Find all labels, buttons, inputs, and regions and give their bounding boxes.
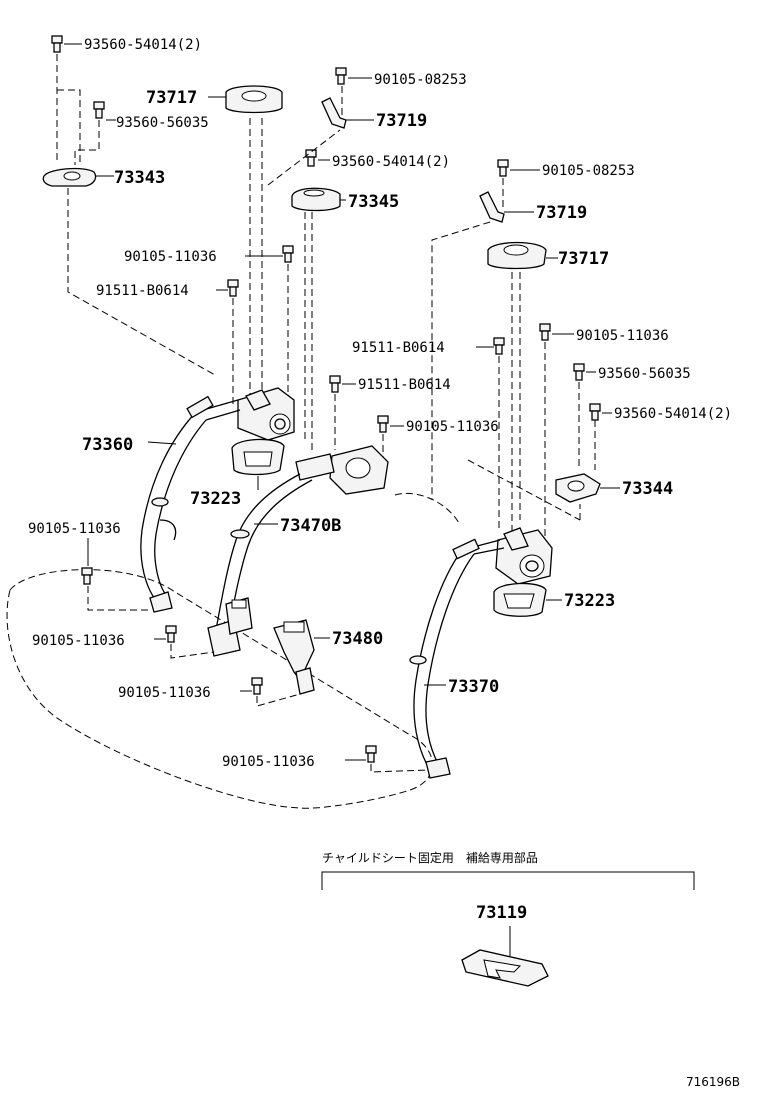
bolt-icon-1 <box>51 35 63 53</box>
label-73119: 73119 <box>476 903 527 923</box>
buckle-73480-icon <box>273 619 315 695</box>
label-91511-b0614-a: 91511-B0614 <box>96 283 189 299</box>
label-90105-08253-a: 90105-08253 <box>374 72 467 88</box>
seat-back-outline <box>394 493 461 526</box>
label-91511-b0614-c: 91511-B0614 <box>358 377 451 393</box>
label-93560-54014-b: 93560-54014(2) <box>332 154 450 170</box>
label-93560-56035-a: 93560-56035 <box>116 115 209 131</box>
bezel-73345-icon <box>291 187 341 212</box>
cover-73717-right-icon <box>487 241 547 270</box>
label-93560-54014-a: 93560-54014(2) <box>84 37 202 53</box>
bolt-icon-9 <box>497 159 509 177</box>
label-90105-11036-d: 90105-11036 <box>28 521 121 537</box>
bolt-icon-12 <box>573 363 585 381</box>
label-90105-11036-g: 90105-11036 <box>222 754 315 770</box>
label-93560-56035-b: 93560-56035 <box>598 366 691 382</box>
bolt-icon-15 <box>165 625 177 643</box>
section-bracket <box>321 871 695 890</box>
label-90105-11036-f: 90105-11036 <box>118 685 211 701</box>
label-73223-b: 73223 <box>564 591 615 611</box>
label-73360: 73360 <box>82 435 133 455</box>
footnote-text: チャイルドシート固定用 補給専用部品 <box>322 850 538 865</box>
label-93560-54014-c: 93560-54014(2) <box>614 406 732 422</box>
label-73717-a: 73717 <box>146 88 197 108</box>
label-90105-11036-a: 90105-11036 <box>124 249 217 265</box>
label-73343: 73343 <box>114 168 165 188</box>
bolt-icon-16 <box>251 677 263 695</box>
retractor-center-icon <box>295 445 389 495</box>
bolt-icon-14 <box>81 567 93 585</box>
bezel-73343-icon <box>42 167 97 187</box>
label-73223-a: 73223 <box>190 489 241 509</box>
label-91511-b0614-b: 91511-B0614 <box>352 340 445 356</box>
bolt-icon-4 <box>305 149 317 167</box>
belt-73470b <box>207 473 313 657</box>
bolt-icon-11 <box>493 337 505 355</box>
cover-73223-right-icon <box>493 582 547 617</box>
label-73370: 73370 <box>448 677 499 697</box>
bolt-icon-13 <box>589 403 601 421</box>
diagram-code: 716196B <box>686 1075 740 1089</box>
bolt-icon-6 <box>227 279 239 297</box>
bracket-73719-right-icon <box>479 191 505 223</box>
belt-73360 <box>140 395 241 613</box>
label-73717-b: 73717 <box>558 249 609 269</box>
bolt-icon-17 <box>365 745 377 763</box>
label-90105-11036-c: 90105-11036 <box>406 419 499 435</box>
anchor-73119-icon <box>461 949 549 987</box>
label-73344: 73344 <box>622 479 673 499</box>
bolt-icon-3 <box>335 67 347 85</box>
label-90105-11036-e: 90105-11036 <box>32 633 125 649</box>
belt-73370 <box>409 538 505 779</box>
label-90105-08253-b: 90105-08253 <box>542 163 635 179</box>
seat-cushion-outline <box>6 569 433 809</box>
label-73480: 73480 <box>332 629 383 649</box>
bolt-icon-8 <box>377 415 389 433</box>
label-90105-11036-b: 90105-11036 <box>576 328 669 344</box>
cover-73717-icon <box>225 85 283 114</box>
bolt-icon-5 <box>282 245 294 263</box>
label-73470b: 73470B <box>280 516 341 536</box>
bezel-73344-icon <box>555 473 601 503</box>
label-73719-a: 73719 <box>376 111 427 131</box>
bolt-icon-2 <box>93 101 105 119</box>
cover-73223-left-icon <box>231 438 285 476</box>
label-73719-b: 73719 <box>536 203 587 223</box>
retractor-right-icon <box>495 527 553 585</box>
retractor-left-icon <box>237 387 295 441</box>
bolt-icon-7 <box>329 375 341 393</box>
label-73345: 73345 <box>348 192 399 212</box>
bolt-icon-10 <box>539 323 551 341</box>
